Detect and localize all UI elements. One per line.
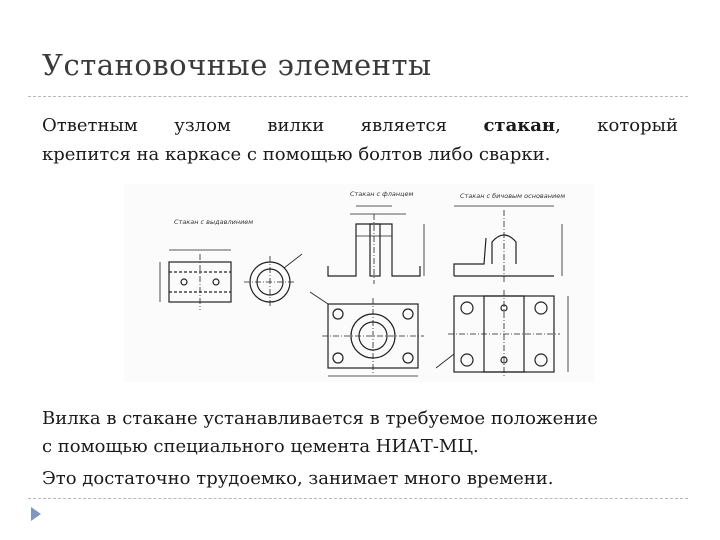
body-line-1: Вилка в стакане устанавливается в требуе… bbox=[42, 408, 598, 429]
label-middle-sleeve: Стакан с фланцем bbox=[350, 190, 414, 198]
title-divider bbox=[28, 96, 688, 97]
body-line-3: Это достаточно трудоемко, занимает много… bbox=[42, 468, 554, 489]
label-right-sleeve: Стакан с бичовым основанием bbox=[460, 192, 565, 200]
technical-drawing-svg: Стакан с выдавлинием Стакан с фланцем Ст… bbox=[159, 190, 569, 378]
body-paragraph: Вилка в стакане устанавливается в требуе… bbox=[42, 405, 682, 493]
right-bent-sleeve bbox=[453, 205, 563, 284]
right-plan-view bbox=[435, 290, 569, 378]
bullet-arrow-icon bbox=[31, 507, 41, 521]
slide-title: Установочные элементы bbox=[42, 48, 432, 82]
technical-drawing: Стакан с выдавлинием Стакан с фланцем Ст… bbox=[124, 184, 594, 382]
body-line-2: с помощью специального цемента НИАТ-МЦ. bbox=[42, 436, 479, 457]
intro-bold-term: стакан bbox=[483, 115, 556, 136]
intro-text-before: Ответным узлом вилки является bbox=[42, 115, 484, 136]
intro-line-1: Ответным узлом вилки является стакан, ко… bbox=[42, 111, 678, 140]
label-left-sleeve: Стакан с выдавлинием bbox=[174, 218, 253, 226]
intro-paragraph: Ответным узлом вилки является стакан, ко… bbox=[42, 111, 678, 169]
middle-plan-view bbox=[309, 291, 424, 377]
intro-line-2: крепится на каркасе с помощью болтов либ… bbox=[42, 144, 551, 165]
middle-flanged-sleeve bbox=[327, 205, 425, 284]
footer-divider bbox=[28, 498, 688, 499]
intro-text-after: , который bbox=[555, 115, 678, 136]
